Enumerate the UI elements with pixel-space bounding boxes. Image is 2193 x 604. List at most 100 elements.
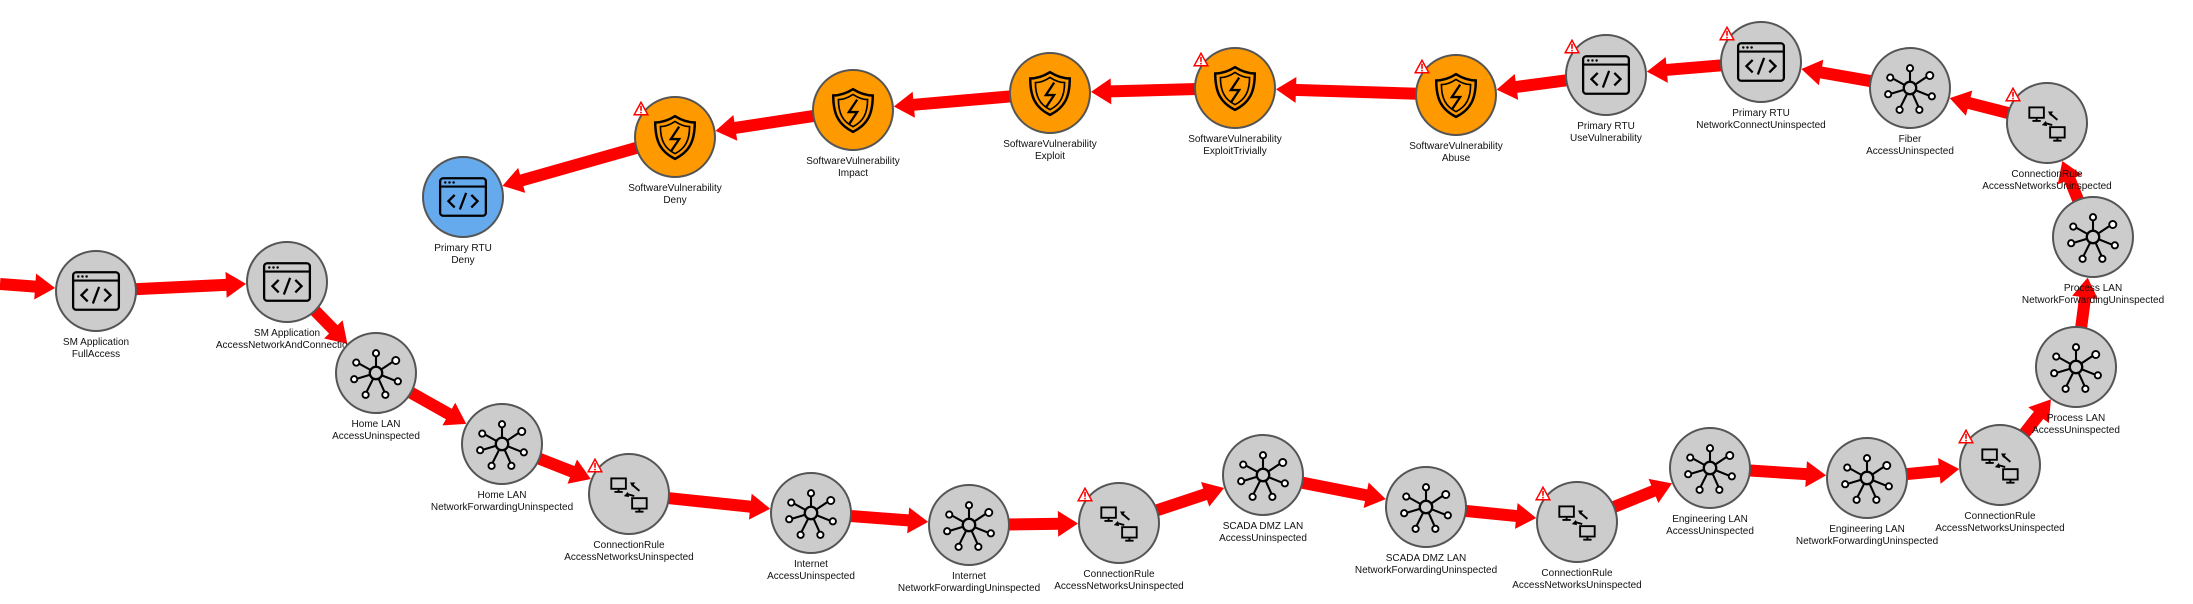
edge-line xyxy=(1293,83,1419,100)
edge-line xyxy=(1818,66,1874,88)
edge-line xyxy=(518,141,641,187)
edge-arrowhead xyxy=(2057,161,2082,185)
node-label-step: NetworkConnectUninspected xyxy=(1696,120,1826,131)
edge-layer xyxy=(0,56,2098,537)
edge-line xyxy=(1965,96,2012,120)
edge-line xyxy=(666,491,753,513)
edge-line xyxy=(535,452,577,478)
edge-line xyxy=(1609,484,1658,514)
edge-arrowhead xyxy=(1363,482,1386,509)
node-circle xyxy=(246,241,328,323)
node-label-title: ConnectionRule xyxy=(1964,511,2036,522)
edge-line xyxy=(133,278,229,296)
node-label-title: SoftwareVulnerability xyxy=(806,156,900,167)
node-label-title: Engineering LAN xyxy=(1672,514,1748,525)
graph-node-sm-app-access[interactable]: SM ApplicationAccessNetworkAndConnection… xyxy=(216,241,358,351)
edge-arrowhead xyxy=(1938,457,1960,484)
node-circle xyxy=(1720,21,1802,103)
node-circle xyxy=(1565,34,1647,116)
node-label-step: ExploitTrivially xyxy=(1203,146,1267,157)
node-label-step: Deny xyxy=(451,255,474,266)
node-label-step: NetworkForwardingUninspected xyxy=(2022,295,2164,306)
node-label-title: SoftwareVulnerability xyxy=(1188,134,1282,145)
node-label-step: AccessUninspected xyxy=(1219,533,1307,544)
graph-node-eng-lan-fwd[interactable]: Engineering LANNetworkForwardingUninspec… xyxy=(1796,437,1938,547)
node-label-title: Primary RTU xyxy=(1577,121,1635,132)
node-label-step: AccessNetworkAndConnections xyxy=(216,340,358,351)
edge-line xyxy=(1664,59,1724,77)
node-label-step: Deny xyxy=(663,195,686,206)
node-label-title: SCADA DMZ LAN xyxy=(1386,553,1467,564)
edge-arrowhead xyxy=(1805,461,1827,488)
edge-line xyxy=(2018,409,2045,439)
node-label-title: Primary RTU xyxy=(434,243,492,254)
edge-arrowhead xyxy=(34,273,56,300)
edge-line xyxy=(0,278,38,293)
node-label-step: Exploit xyxy=(1035,151,1065,162)
node-label-step: NetworkForwardingUninspected xyxy=(1355,565,1497,576)
node-circle xyxy=(634,96,716,178)
edge-line xyxy=(2074,294,2092,331)
edge-line xyxy=(732,109,817,135)
node-label-title: ConnectionRule xyxy=(593,540,665,551)
node-label-title: Engineering LAN xyxy=(1829,524,1905,535)
edge-arrowhead xyxy=(1057,510,1079,537)
edge-arrowhead xyxy=(225,271,247,298)
edge-arrowhead xyxy=(324,320,348,344)
edge-arrowhead xyxy=(1090,78,1112,105)
edge-line xyxy=(309,304,340,336)
edge-line xyxy=(1747,464,1809,481)
edge-arrowhead xyxy=(1648,478,1673,503)
node-label-title: SoftwareVulnerability xyxy=(628,183,722,194)
node-label-step: AccessNetworksUninspected xyxy=(1512,580,1642,591)
node-label-title: SM Application xyxy=(63,337,129,348)
node-label-step: Impact xyxy=(838,168,868,179)
edge-arrowhead xyxy=(567,459,591,484)
node-label-step: NetworkForwardingUninspected xyxy=(1796,536,1938,547)
node-label-title: SCADA DMZ LAN xyxy=(1223,521,1304,532)
node-label-title: Process LAN xyxy=(2047,413,2105,424)
node-circle xyxy=(55,250,137,332)
edge-line xyxy=(1513,74,1570,94)
node-label-title: Primary RTU xyxy=(1732,108,1790,119)
edge-arrowhead xyxy=(748,493,771,520)
node-circle xyxy=(1415,54,1497,136)
node-label-step: Abuse xyxy=(1442,153,1471,164)
edge-arrowhead xyxy=(1949,90,1973,116)
edge-arrowhead xyxy=(715,114,738,141)
node-label-title: Process LAN xyxy=(2064,283,2122,294)
edge-line xyxy=(1299,476,1370,502)
node-circle xyxy=(1009,52,1091,134)
node-label-step: UseVulnerability xyxy=(1570,133,1642,144)
node-label-step: AccessNetworksUninspected xyxy=(564,552,694,563)
node-label-title: ConnectionRule xyxy=(1541,568,1613,579)
node-label-title: Internet xyxy=(952,571,986,582)
graph-node-scada-dmz-fwd[interactable]: SCADA DMZ LANNetworkForwardingUninspecte… xyxy=(1355,466,1497,576)
node-label-step: AccessNetworksUninspected xyxy=(1982,181,2112,192)
node-label-title: SoftwareVulnerability xyxy=(1409,141,1503,152)
